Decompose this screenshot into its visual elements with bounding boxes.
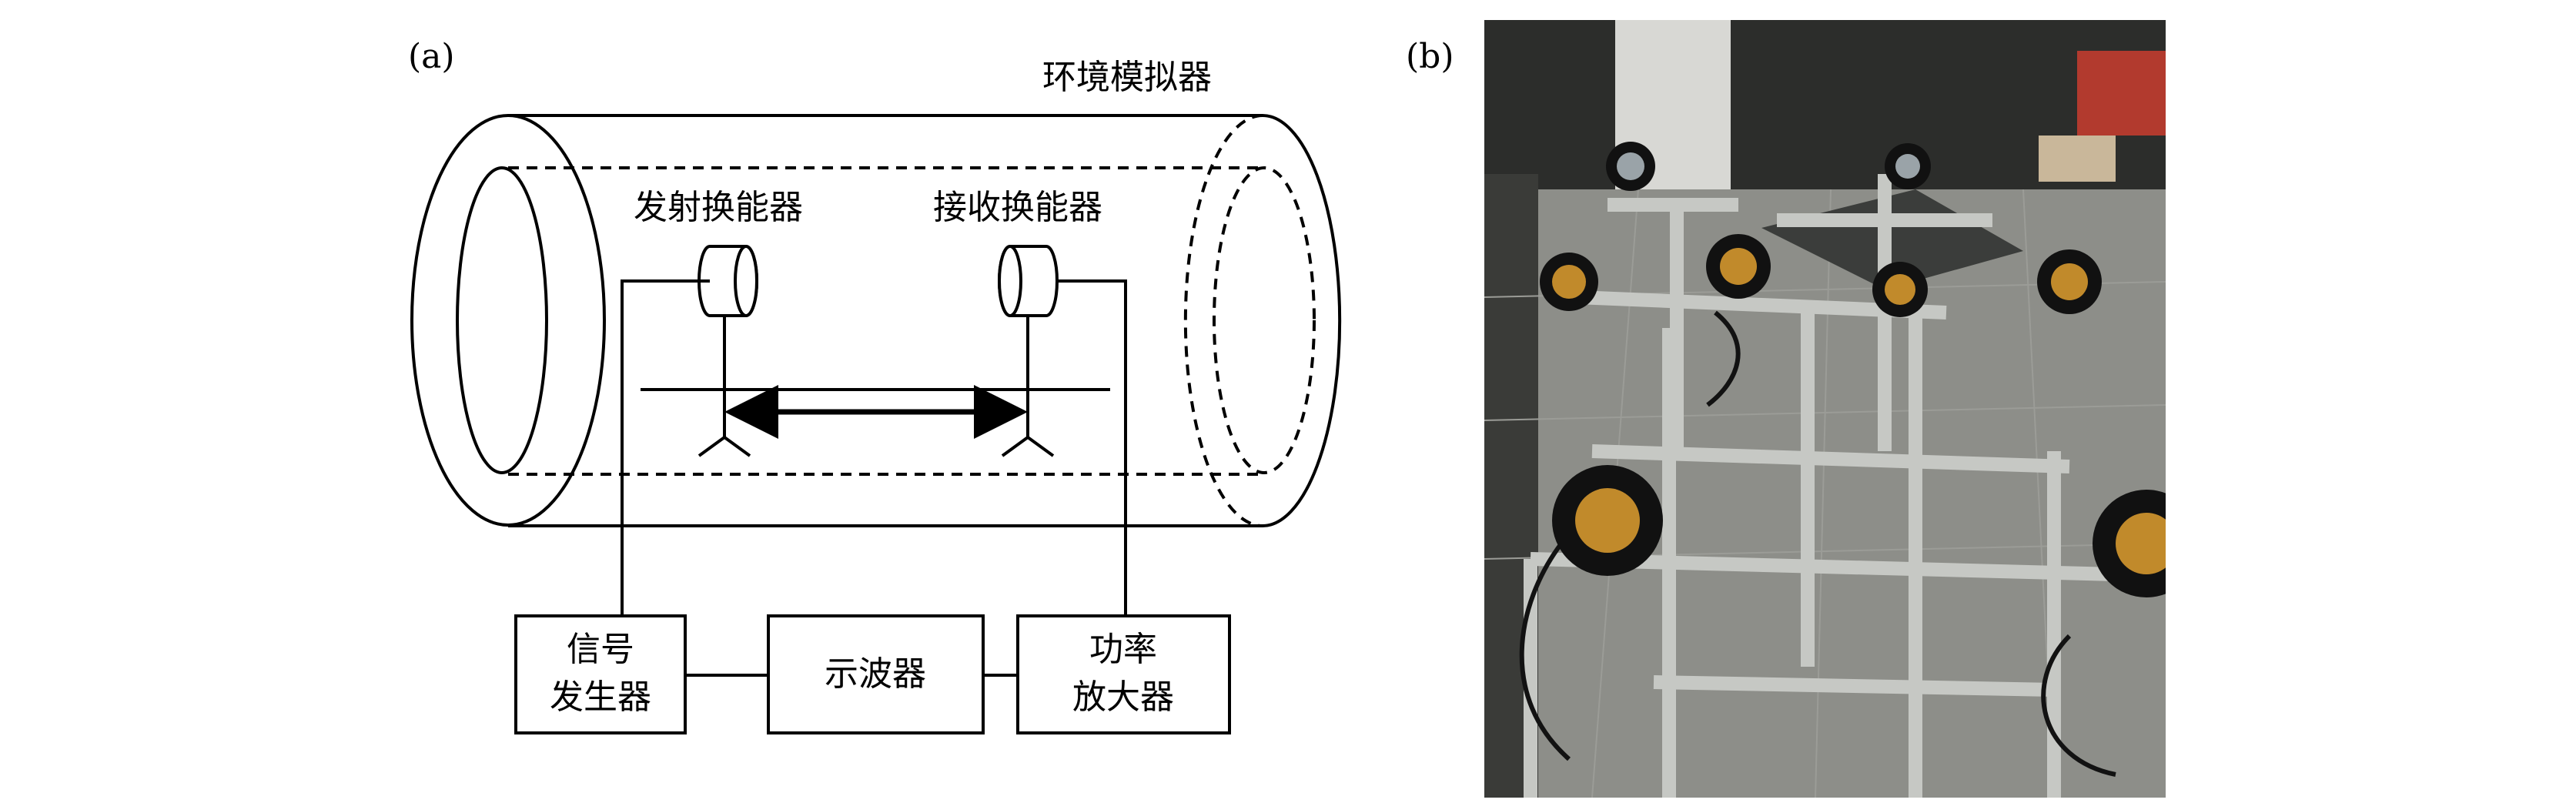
- oscilloscope-label: 示波器: [825, 654, 926, 694]
- receiver-transducer: [998, 245, 1059, 457]
- receiver-cable: [1057, 279, 1127, 616]
- photo-cables: [1519, 310, 2116, 777]
- transducer-photo-4: [1706, 234, 1771, 299]
- panel-a-label: (a): [408, 37, 455, 76]
- box-tan: [2039, 136, 2116, 182]
- receiver-leg-left: [1001, 436, 1029, 457]
- cylinder-right-inner-ellipse: [1213, 166, 1316, 474]
- transmitter-face: [734, 245, 758, 317]
- transducer-photo-6: [2037, 249, 2102, 314]
- signal-generator-line1: 信号: [567, 630, 634, 669]
- transducer-photo-1: [1606, 142, 1655, 191]
- transducer-photo-8: [2093, 490, 2166, 597]
- transmitter-leg-left: [698, 436, 726, 457]
- transducer-photo-2: [1885, 143, 1931, 189]
- cylinder-left-outer-ellipse: [410, 114, 606, 527]
- rig-photo: [1484, 20, 2166, 798]
- simulator-label: 环境模拟器: [1042, 58, 1212, 97]
- transducer-photo-5: [1872, 262, 1928, 317]
- panel-b-label: (b): [1406, 37, 1454, 76]
- environment-simulator: [410, 114, 1342, 527]
- metal-frame: [1524, 174, 2116, 798]
- transmitter-label: 发射换能器: [634, 188, 803, 227]
- cylinder-right-outer-front: [1262, 114, 1342, 527]
- transmitter-transducer: [698, 245, 758, 457]
- receiver-face: [998, 245, 1022, 317]
- oscilloscope-box: 示波器: [767, 614, 985, 734]
- transducer-photo-7: [1552, 465, 1663, 576]
- receiver-label: 接收换能器: [933, 188, 1102, 227]
- power-amplifier-line1: 功率: [1089, 630, 1157, 669]
- power-amplifier-line2: 放大器: [1072, 678, 1174, 717]
- cables: [621, 279, 1127, 677]
- rig-photo-illustration: [1484, 20, 2166, 798]
- power-amplifier-box: 功率 放大器: [1016, 614, 1231, 734]
- photo-transducers: [1540, 142, 2166, 597]
- cylinder-left-inner-ellipse: [456, 166, 548, 474]
- signal-generator-line2: 发生器: [550, 678, 651, 717]
- signal-generator-box: 信号 发生器: [514, 614, 687, 734]
- receiver-leg-right: [1026, 436, 1055, 457]
- transducer-photo-3: [1540, 253, 1598, 311]
- transmitter-leg-right: [723, 436, 751, 457]
- box-red: [2077, 51, 2166, 136]
- transmitter-cable: [621, 279, 710, 616]
- cylinder-right-outer-back: [1183, 114, 1263, 527]
